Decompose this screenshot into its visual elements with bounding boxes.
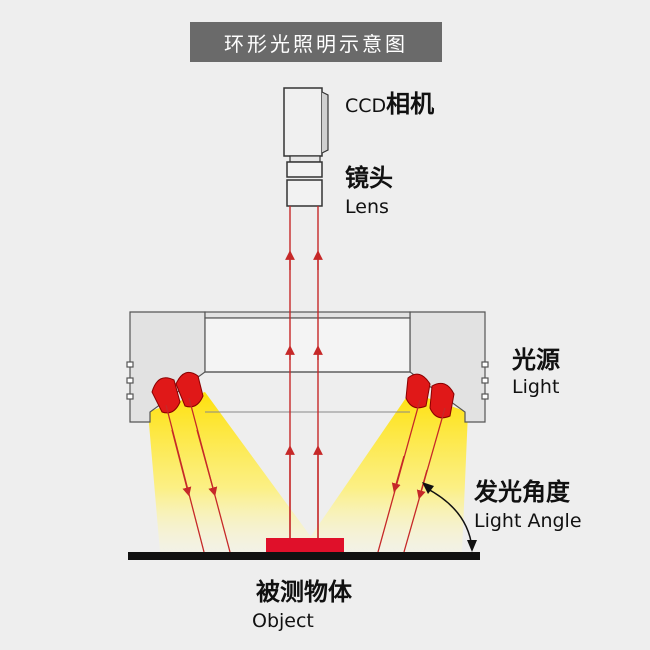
ring-grooves — [126, 361, 489, 400]
test-object — [266, 538, 344, 552]
base-plate — [128, 552, 480, 560]
left-leds — [151, 371, 204, 414]
lens-label-en: Lens — [345, 196, 389, 218]
led — [175, 371, 204, 408]
lens-label-cn: 镜头 — [345, 164, 393, 192]
ring-light — [126, 311, 489, 423]
ccd-camera — [283, 87, 329, 163]
led — [429, 382, 455, 419]
camera-label-prefix: CCD — [345, 95, 387, 117]
lens — [286, 161, 323, 207]
ring-top-band — [204, 311, 411, 319]
right-leds — [405, 373, 455, 419]
left-light-cone — [148, 392, 322, 552]
light-label-en: Light — [512, 376, 560, 398]
object-label-cn: 被测物体 — [256, 578, 352, 606]
led — [405, 373, 431, 409]
right-light-cone — [300, 392, 468, 552]
angle-arrowhead — [422, 482, 434, 494]
object-label-en: Object — [252, 610, 314, 632]
camera-label: CCD相机 — [345, 84, 434, 119]
reflected-rays — [285, 206, 323, 540]
angle-label-cn: 发光角度 — [474, 478, 570, 506]
camera-label-cn: 相机 — [386, 90, 435, 118]
camera-body — [283, 87, 323, 157]
light-label-cn: 光源 — [512, 346, 560, 374]
led — [151, 377, 181, 414]
angle-label-en: Light Angle — [474, 510, 582, 532]
ring-window — [204, 317, 411, 373]
camera-mount — [289, 155, 321, 163]
diagram-title: 环形光照明示意图 — [190, 22, 442, 62]
